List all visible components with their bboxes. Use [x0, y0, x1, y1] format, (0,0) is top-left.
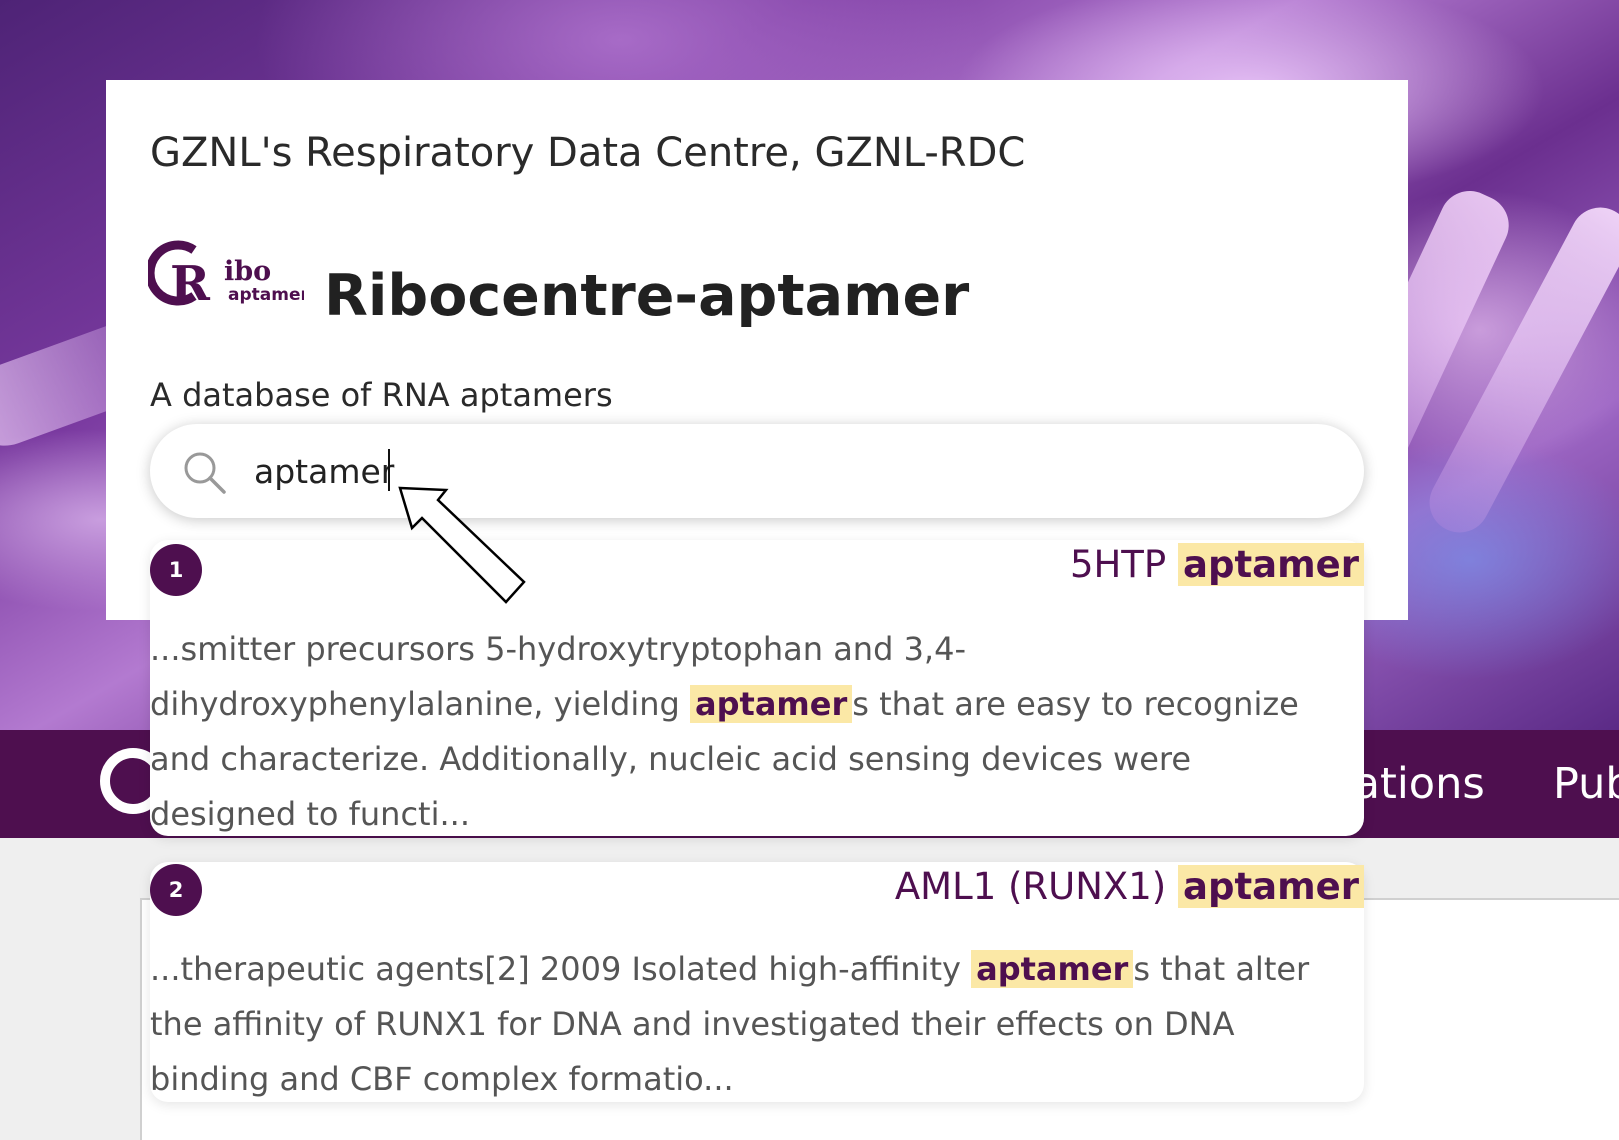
result-title-prefix: AML1 (RUNX1) — [894, 865, 1178, 908]
excerpt-after: s that alter the affinity of RUNX1 for D… — [150, 950, 1310, 1098]
site-name[interactable]: GZNL's Respiratory Data Centre, GZNL-RDC — [150, 130, 1026, 176]
page-title: Ribocentre-aptamer — [324, 263, 970, 329]
logo-text-bottom: aptamer — [228, 285, 304, 305]
logo-text-top: ibo — [224, 256, 271, 287]
result-title[interactable]: AML1 (RUNX1) aptamer — [895, 864, 1364, 910]
nav-item-pub[interactable]: Pub — [1553, 759, 1619, 809]
search-bar[interactable] — [150, 424, 1364, 518]
ribocentre-aptamer-logo[interactable]: R ibo aptamer — [148, 238, 304, 310]
arrow-pointer-icon — [398, 486, 526, 604]
search-result-1[interactable]: 1 5HTP aptamer ...smitter precursors 5-h… — [150, 540, 1364, 836]
text-cursor — [388, 449, 390, 491]
excerpt-before: ...therapeutic agents[2] 2009 Isolated h… — [150, 950, 972, 988]
excerpt-before: ...smitter precursors 5-hydroxytryptopha… — [150, 630, 966, 723]
excerpt-match: aptamer — [690, 685, 853, 723]
excerpt-after: s that are easy to recognize and charact… — [150, 685, 1299, 833]
excerpt-match: aptamer — [971, 950, 1134, 988]
page-subtitle: A database of RNA aptamers — [150, 376, 613, 414]
result-number-badge: 1 — [150, 544, 202, 596]
result-number-badge: 2 — [150, 864, 202, 916]
result-title-prefix: 5HTP — [1069, 543, 1178, 586]
svg-text:R: R — [170, 256, 211, 310]
result-title-match: aptamer — [1177, 865, 1364, 908]
search-result-2[interactable]: 2 AML1 (RUNX1) aptamer ...therapeutic ag… — [150, 862, 1364, 1102]
result-title[interactable]: 5HTP aptamer — [1070, 542, 1364, 588]
search-card — [106, 80, 1408, 620]
result-excerpt: ...therapeutic agents[2] 2009 Isolated h… — [150, 942, 1330, 1107]
result-excerpt: ...smitter precursors 5-hydroxytryptopha… — [150, 622, 1330, 842]
result-title-match: aptamer — [1177, 543, 1364, 586]
search-icon — [184, 452, 226, 494]
